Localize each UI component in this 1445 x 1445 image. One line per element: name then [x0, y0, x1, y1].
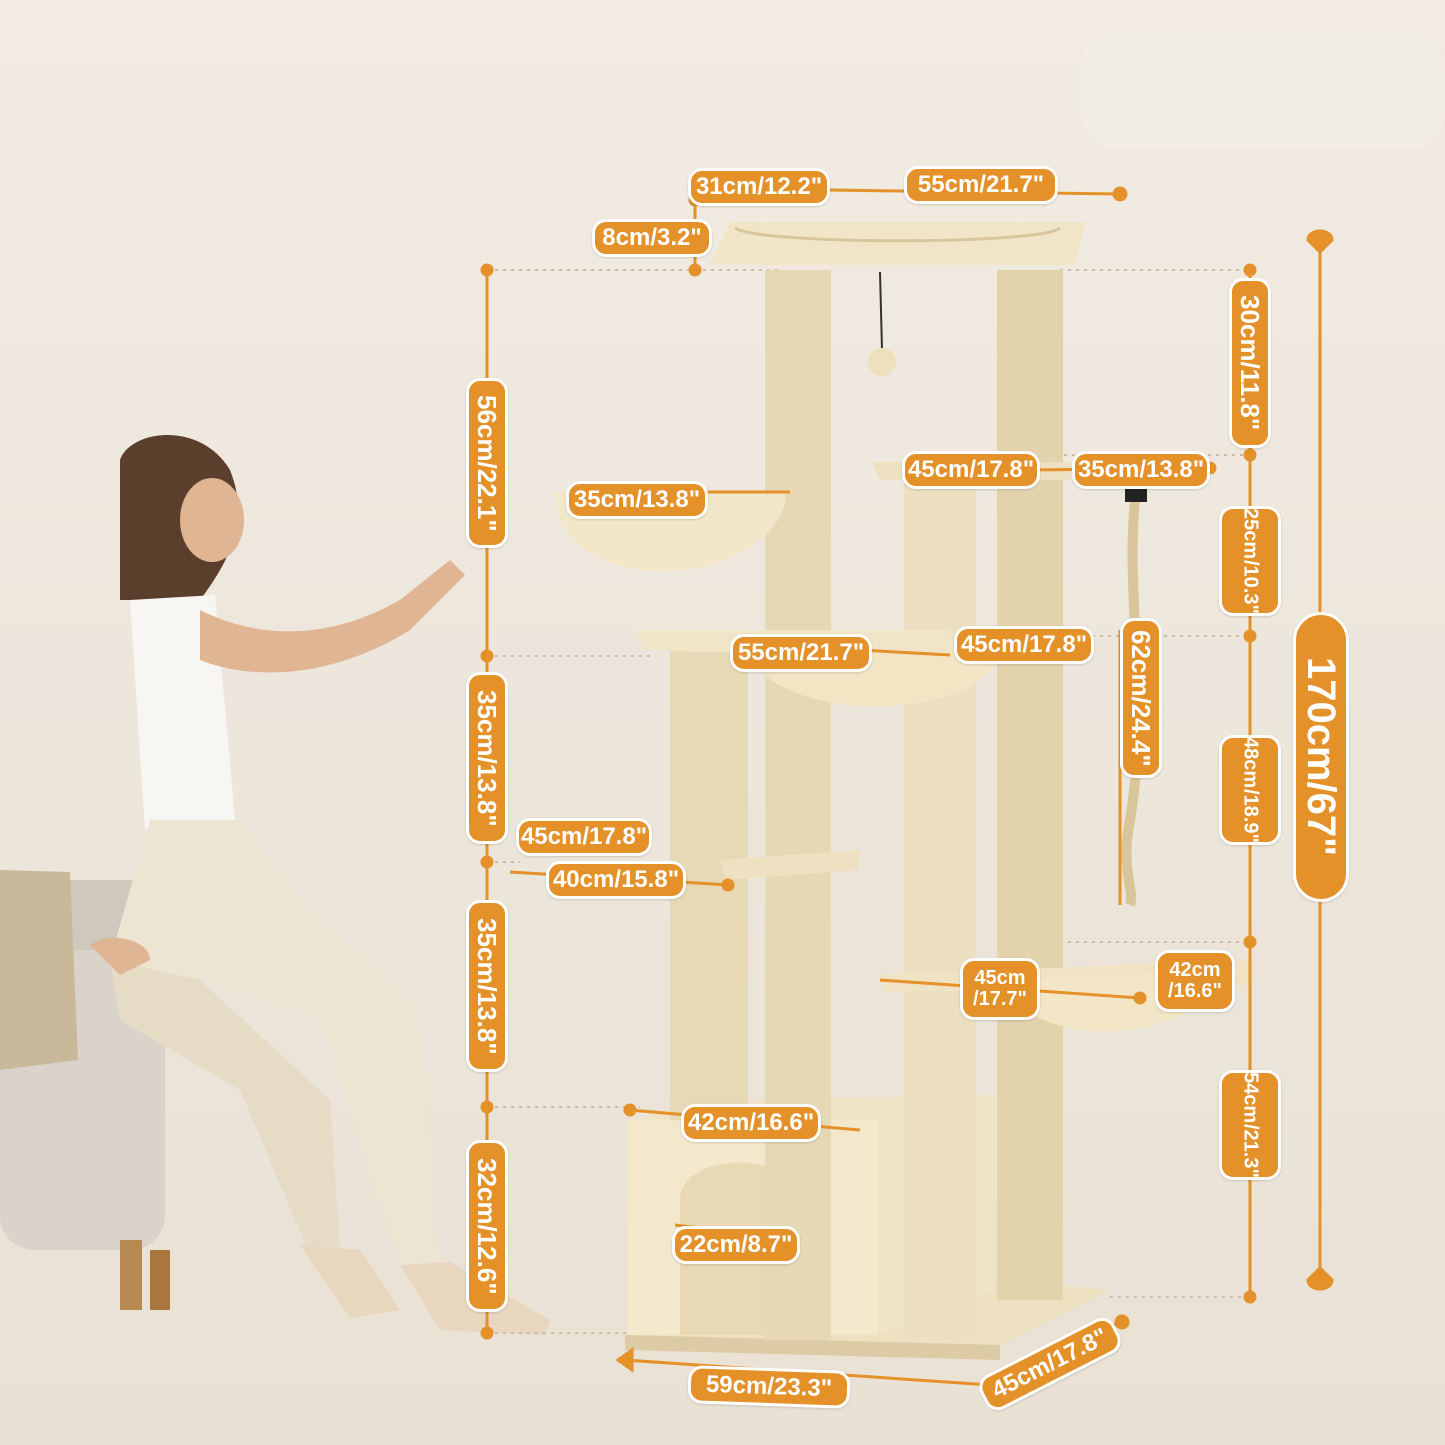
top-thickness-label: 8cm/3.2" — [592, 219, 712, 257]
total-height-label: 170cm/67" — [1293, 612, 1349, 902]
upper-platform-width-label: 45cm/17.8" — [902, 451, 1040, 489]
right-lower-gap-line1: 54cm — [1239, 1072, 1262, 1124]
left-hammock-label: 35cm/13.8" — [566, 481, 708, 519]
left-lower-height-label: 35cm/13.8" — [466, 900, 508, 1072]
condo-door-label: 22cm/8.7" — [672, 1226, 800, 1264]
cat-tree-illustration — [555, 222, 1250, 1360]
middle-platform-depth-label: 45cm/17.8" — [954, 626, 1094, 664]
top-width-label: 55cm/21.7" — [904, 166, 1058, 204]
left-top-height-label: 56cm/22.1" — [466, 378, 508, 548]
small-step-depth-label: 40cm/15.8" — [546, 861, 686, 899]
rope-length-label: 62cm/24.4" — [1120, 618, 1162, 778]
condo-height-label: 32cm/12.6" — [466, 1140, 508, 1312]
lower-hammock-depth-line1: 42cm — [1169, 959, 1221, 981]
lower-hammock-width-label: 45cm /17.7" — [960, 958, 1040, 1020]
right-upper-gap-line2: /10.3" — [1239, 559, 1262, 614]
lower-hammock-depth-line2: /16.6" — [1168, 980, 1222, 1002]
middle-platform-width-label: 55cm/21.7" — [730, 634, 872, 672]
upper-platform-depth-label: 35cm/13.8" — [1072, 451, 1210, 489]
right-middle-gap-line1: 48cm — [1239, 737, 1262, 789]
top-depth-label: 31cm/12.2" — [688, 168, 830, 206]
right-lower-gap-label: 54cm /21.3" — [1219, 1070, 1281, 1180]
left-middle-height-label: 35cm/13.8" — [466, 672, 508, 844]
lower-hammock-width-line1: 45cm — [974, 967, 1026, 989]
right-middle-gap-label: 48cm /18.9" — [1219, 735, 1281, 845]
right-upper-gap-line1: 25cm — [1239, 508, 1262, 560]
right-upper-gap-label: 25cm /10.3" — [1219, 506, 1281, 616]
lower-hammock-depth-label: 42cm /16.6" — [1155, 950, 1235, 1012]
right-lower-gap-line2: /21.3" — [1239, 1123, 1262, 1178]
lower-hammock-width-line2: /17.7" — [973, 988, 1027, 1010]
right-top-height-label: 30cm/11.8" — [1229, 278, 1271, 448]
small-step-width-label: 45cm/17.8" — [516, 818, 652, 856]
right-middle-gap-line2: /18.9" — [1239, 788, 1262, 843]
condo-width-label: 42cm/16.6" — [681, 1104, 821, 1142]
base-width-label: 59cm/23.3" — [687, 1365, 851, 1409]
